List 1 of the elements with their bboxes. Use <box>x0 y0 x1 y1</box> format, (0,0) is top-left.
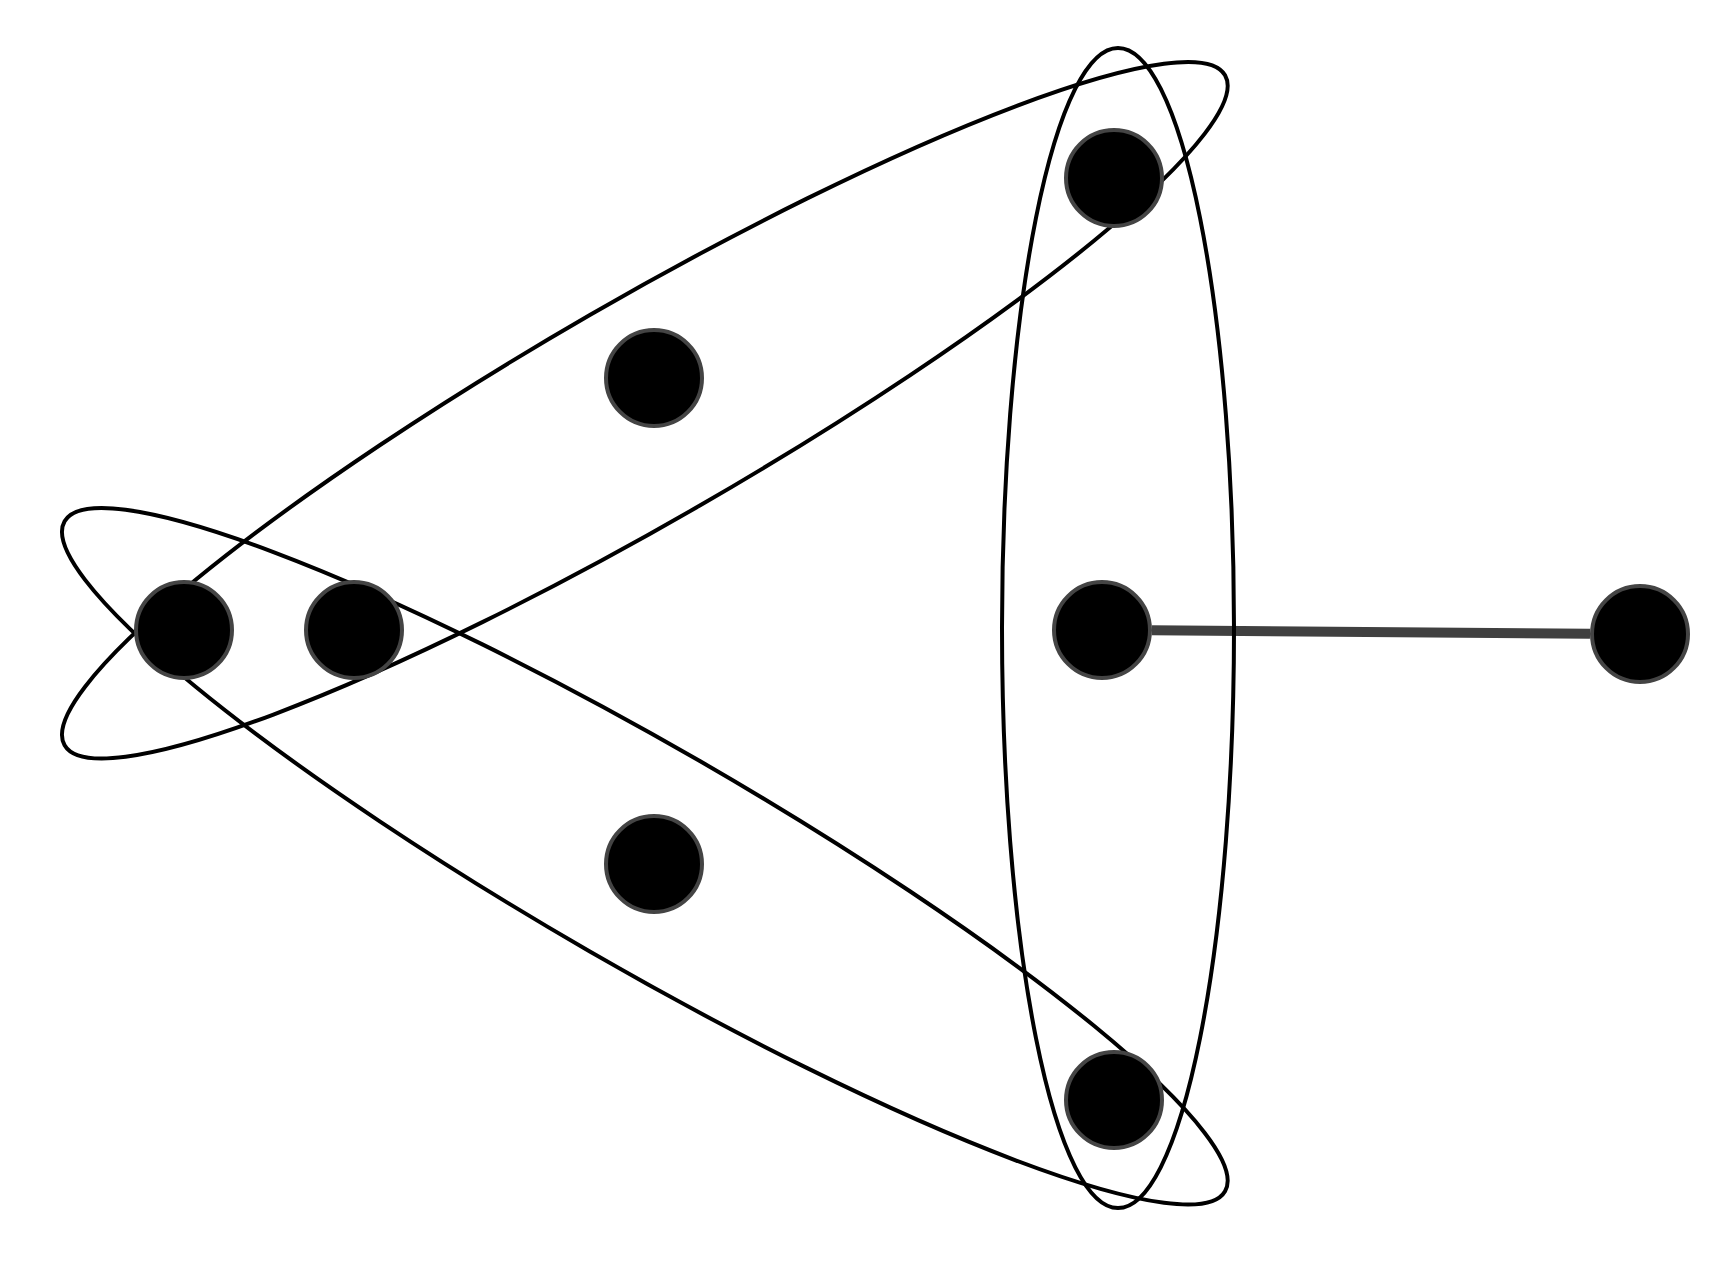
connector-line <box>1151 625 1591 639</box>
